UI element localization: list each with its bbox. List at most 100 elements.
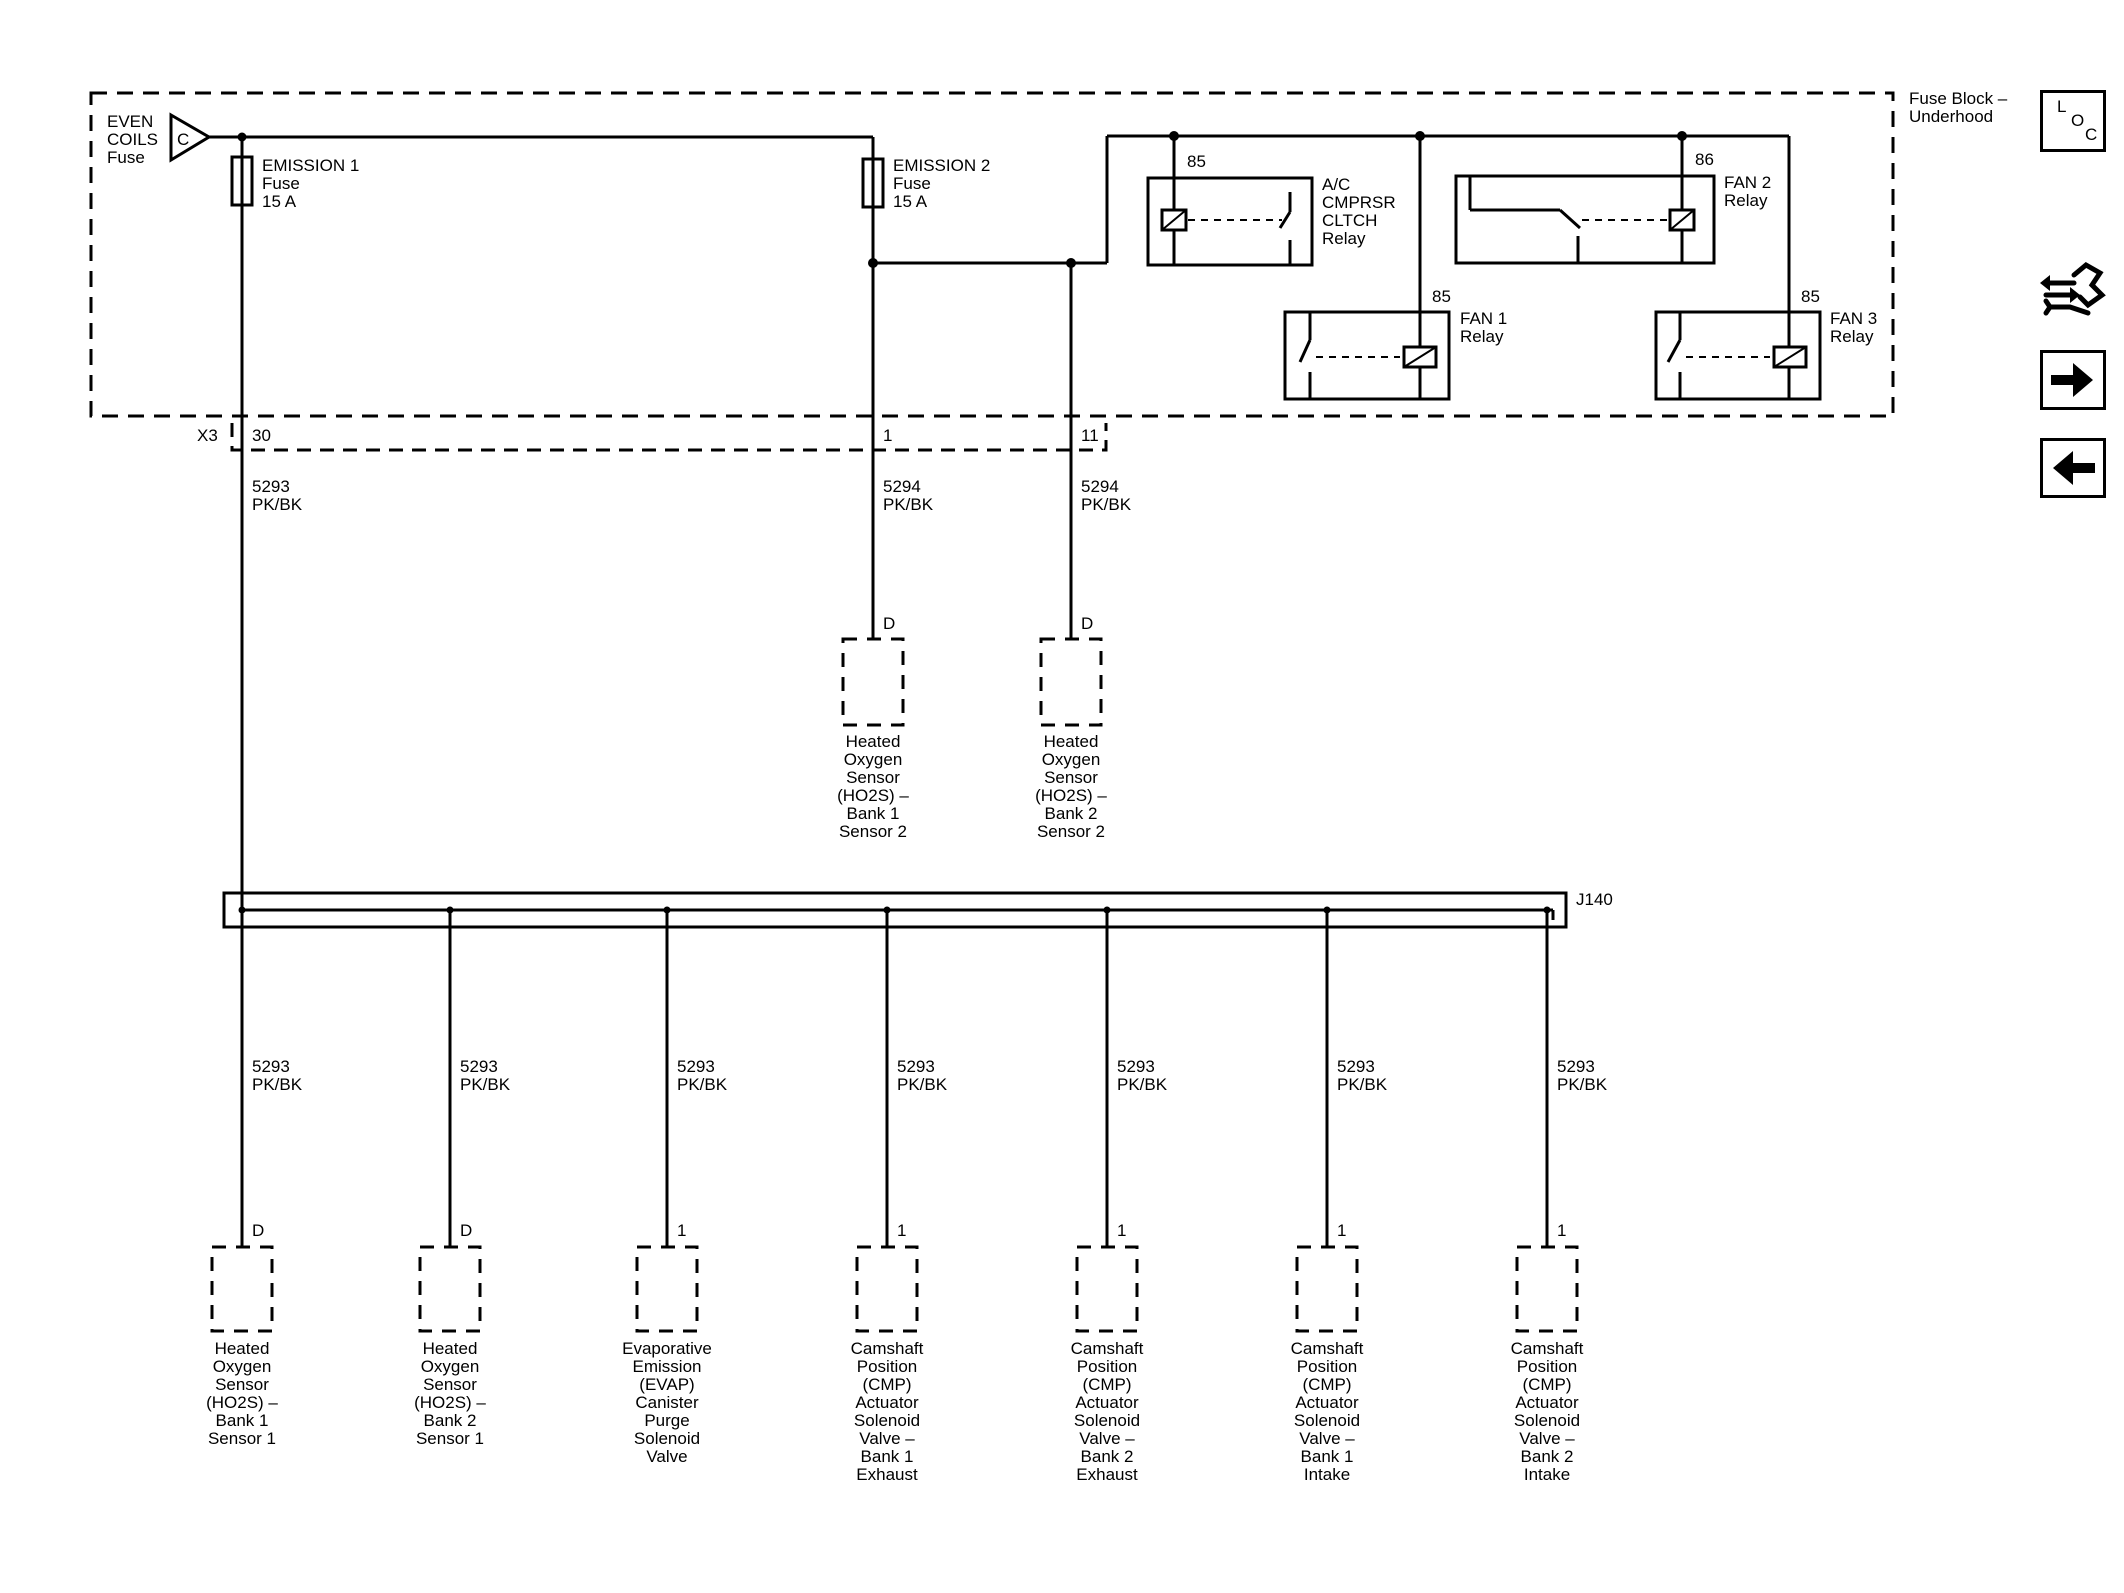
upper-sensor-2-label-line: Oxygen (1042, 750, 1101, 769)
lower-component-7-label-line: (CMP) (1522, 1375, 1571, 1394)
lower-component-1-label-line: Heated (215, 1339, 270, 1358)
loc-icon-l: L (2057, 97, 2067, 116)
prev-button[interactable] (2040, 438, 2106, 498)
lower-component-7-label-line: Solenoid (1514, 1411, 1580, 1430)
lower-component-5-label-line: Exhaust (1076, 1465, 1138, 1484)
lower-wire-circuit: 5293 (897, 1057, 935, 1076)
lower-wire-color: PK/BK (1557, 1075, 1608, 1094)
lower-wire-color: PK/BK (897, 1075, 948, 1094)
lower-component-1-label-line: (HO2S) – (206, 1393, 278, 1412)
loc-icon-c: C (2085, 125, 2098, 144)
fan1-relay-l2: Relay (1460, 327, 1504, 346)
ac-relay-l3: CLTCH (1322, 211, 1377, 230)
lower-component-2-label-line: Heated (423, 1339, 478, 1358)
lower-pin: D (460, 1221, 472, 1240)
upper-sensor-2-label-line: (HO2S) – (1035, 786, 1107, 805)
splice-j140 (222, 891, 1568, 929)
fuse-block-label-2: Underhood (1909, 107, 1993, 126)
lower-component-3-label-line: Solenoid (634, 1429, 700, 1448)
lower-component-5-label-line: Valve – (1079, 1429, 1135, 1448)
lower-component-4-label-line: Exhaust (856, 1465, 918, 1484)
lower-component-7-label-line: Valve – (1519, 1429, 1575, 1448)
fuse1-rating: 15 A (262, 192, 297, 211)
upper-sensor-1-label-line: Oxygen (844, 750, 903, 769)
lower-wire-color: PK/BK (252, 1075, 303, 1094)
lower-component-1-label-line: Oxygen (213, 1357, 272, 1376)
upper-sensor-1-label-line: Sensor 2 (839, 822, 907, 841)
fan1-relay (1283, 310, 1451, 401)
lower-component-3-label-line: Purge (644, 1411, 689, 1430)
lower-component-4-label-line: Solenoid (854, 1411, 920, 1430)
ac-relay (1146, 176, 1314, 267)
lower-component-2-label-line: Oxygen (421, 1357, 480, 1376)
lower-component-6-label-line: Valve – (1299, 1429, 1355, 1448)
lower-component-2-label-line: Sensor 1 (416, 1429, 484, 1448)
fuse-block-outline (89, 91, 1895, 418)
fan1-relay-pin: 85 (1432, 287, 1451, 306)
lower-component-7-label-line: Bank 2 (1521, 1447, 1574, 1466)
lower-component-3-label-line: Emission (633, 1357, 702, 1376)
lower-component-3-label-line: (EVAP) (639, 1375, 694, 1394)
supply-arrow (169, 112, 212, 163)
supply-label-1: EVEN (107, 112, 153, 131)
lower-component-6 (1295, 1245, 1359, 1333)
lower-component-2-label-line: Sensor (423, 1375, 477, 1394)
next-button[interactable] (2040, 350, 2106, 410)
lower-component-6-label-line: Bank 1 (1301, 1447, 1354, 1466)
wire-5293-color: PK/BK (252, 495, 303, 514)
wrench-connector-icon[interactable] (2040, 255, 2108, 325)
fuse2-name: EMISSION 2 (893, 156, 990, 175)
lower-wire-color: PK/BK (460, 1075, 511, 1094)
lower-wire-color: PK/BK (677, 1075, 728, 1094)
ac-relay-l4: Relay (1322, 229, 1366, 248)
lower-component-7-label-line: Actuator (1515, 1393, 1579, 1412)
wire-5294a-circuit: 5294 (883, 477, 921, 496)
wire-5294b-circuit: 5294 (1081, 477, 1119, 496)
lower-wire-circuit: 5293 (1557, 1057, 1595, 1076)
lower-pin: D (252, 1221, 264, 1240)
supply-label-3: Fuse (107, 148, 145, 167)
lower-wire-circuit: 5293 (460, 1057, 498, 1076)
wire-5293-circuit: 5293 (252, 477, 290, 496)
upper-sensor-2-label-line: Sensor (1044, 768, 1098, 787)
lower-component-1 (210, 1245, 274, 1333)
fuse1-name: EMISSION 1 (262, 156, 359, 175)
arrow-right-icon (2051, 363, 2093, 397)
x3-connector-outline (230, 423, 1108, 452)
splice-label: J140 (1576, 890, 1613, 909)
lower-pin: 1 (1337, 1221, 1346, 1240)
lower-component-6-label-line: Camshaft (1291, 1339, 1364, 1358)
upper-sensor-2-label-line: Bank 2 (1045, 804, 1098, 823)
fuse1-type: Fuse (262, 174, 300, 193)
lower-component-4-label-line: (CMP) (862, 1375, 911, 1394)
lower-component-6-label-line: Position (1297, 1357, 1357, 1376)
lower-component-4-label-line: Position (857, 1357, 917, 1376)
lower-wire-circuit: 5293 (1117, 1057, 1155, 1076)
lower-component-5 (1075, 1245, 1139, 1333)
ac-relay-pin: 85 (1187, 152, 1206, 171)
lower-component-2-label-line: (HO2S) – (414, 1393, 486, 1412)
lower-wire-circuit: 5293 (1337, 1057, 1375, 1076)
fan1-relay-l1: FAN 1 (1460, 309, 1507, 328)
fan2-relay-pin: 86 (1695, 150, 1714, 169)
fan3-relay-l1: FAN 3 (1830, 309, 1877, 328)
lower-pin: 1 (1557, 1221, 1566, 1240)
wire-5294b-color: PK/BK (1081, 495, 1132, 514)
lower-component-5-label-line: (CMP) (1082, 1375, 1131, 1394)
lower-component-4-label-line: Camshaft (851, 1339, 924, 1358)
loc-button[interactable]: L O C (2040, 90, 2106, 152)
upper-sensor-2-label-line: Heated (1044, 732, 1099, 751)
lower-component-3 (635, 1245, 699, 1333)
lower-component-3-label-line: Canister (635, 1393, 699, 1412)
fan3-relay (1654, 310, 1822, 401)
x3-pin-11: 11 (1081, 426, 1099, 445)
x3-pin-1: 1 (883, 426, 892, 445)
lower-pin: 1 (677, 1221, 686, 1240)
ho2s-bank1-sensor2 (841, 637, 905, 727)
lower-component-2 (418, 1245, 482, 1333)
lower-component-6-label-line: Actuator (1295, 1393, 1359, 1412)
lower-wire-circuit: 5293 (677, 1057, 715, 1076)
lower-component-2-label-line: Bank 2 (424, 1411, 477, 1430)
